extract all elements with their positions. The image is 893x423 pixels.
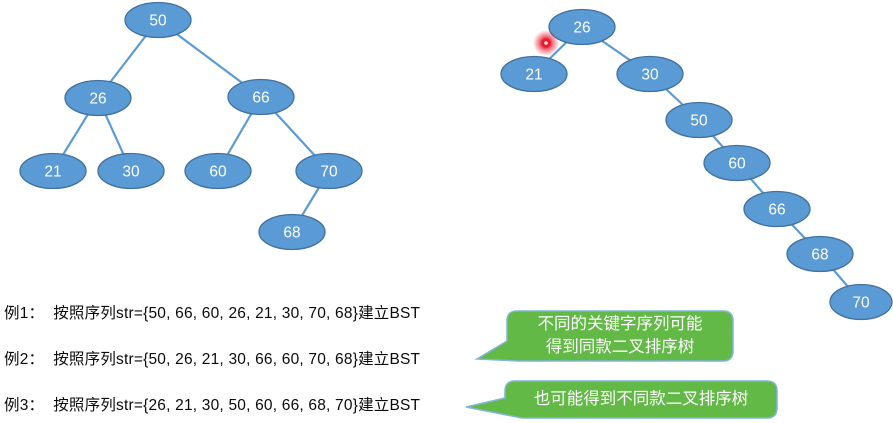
balanced-bst-node-70: 70 <box>295 152 363 190</box>
tree-node-label: 68 <box>283 225 300 242</box>
balanced-bst-node-68: 68 <box>258 213 326 251</box>
skewed-bst-node-66: 66 <box>743 190 811 228</box>
tree-node-label: 30 <box>122 164 140 181</box>
example-2-sequence: 按照序列str={50, 26, 21, 30, 66, 60, 70, 68}… <box>53 351 421 368</box>
tree-node-label: 30 <box>641 67 659 84</box>
skewed-bst-node-30: 30 <box>616 55 684 93</box>
example-3-label: 例3： <box>4 397 45 414</box>
skewed-bst-node-60: 60 <box>703 144 771 182</box>
skewed-bst-node-26: 26 <box>548 8 616 46</box>
tree-node-label: 60 <box>728 156 746 173</box>
balanced-bst-node-30: 30 <box>97 152 165 190</box>
skewed-bst-node-68: 68 <box>786 235 854 273</box>
example-3: 例3： 按照序列str={26, 21, 30, 50, 60, 66, 68, … <box>4 393 420 415</box>
tree-node-label: 70 <box>852 295 870 312</box>
skewed-bst-node-21: 21 <box>500 55 568 93</box>
tree-node-label: 66 <box>768 202 785 219</box>
tree-node-label: 50 <box>690 113 708 130</box>
skewed-bst-node-50: 50 <box>665 101 733 139</box>
balanced-bst-node-26: 26 <box>64 79 132 117</box>
balanced-bst-node-21: 21 <box>19 152 87 190</box>
tree-node-label: 70 <box>320 164 338 181</box>
example-3-sequence: 按照序列str={26, 21, 30, 50, 60, 66, 68, 70}… <box>53 397 421 414</box>
example-list: 例1： 按照序列str={50, 66, 60, 26, 21, 30, 70, … <box>4 301 420 415</box>
tree-node-label: 50 <box>149 13 167 30</box>
balanced-bst-node-50: 50 <box>124 1 192 39</box>
tree-node-label: 60 <box>209 164 227 181</box>
example-1-sequence: 按照序列str={50, 66, 60, 26, 21, 30, 70, 68}… <box>53 305 421 322</box>
balanced-bst-node-60: 60 <box>184 152 252 190</box>
example-1: 例1： 按照序列str={50, 66, 60, 26, 21, 30, 70, … <box>4 301 420 323</box>
example-1-label: 例1： <box>4 305 45 322</box>
example-2-label: 例2： <box>4 351 45 368</box>
example-2: 例2： 按照序列str={50, 26, 21, 30, 66, 60, 70, … <box>4 347 420 369</box>
callout-bubble-1 <box>474 310 734 362</box>
tree-node-label: 21 <box>44 164 61 181</box>
skewed-bst-node-70: 70 <box>829 283 893 321</box>
tree-node-label: 26 <box>89 91 106 108</box>
tree-node-label: 66 <box>252 90 269 107</box>
tree-node-label: 21 <box>525 67 542 84</box>
tree-node-label: 26 <box>573 20 590 37</box>
laser-pointer-dot <box>533 30 559 56</box>
callout-bubble-2 <box>465 380 778 419</box>
balanced-bst-node-66: 66 <box>227 78 295 116</box>
tree-node-label: 68 <box>811 247 828 264</box>
